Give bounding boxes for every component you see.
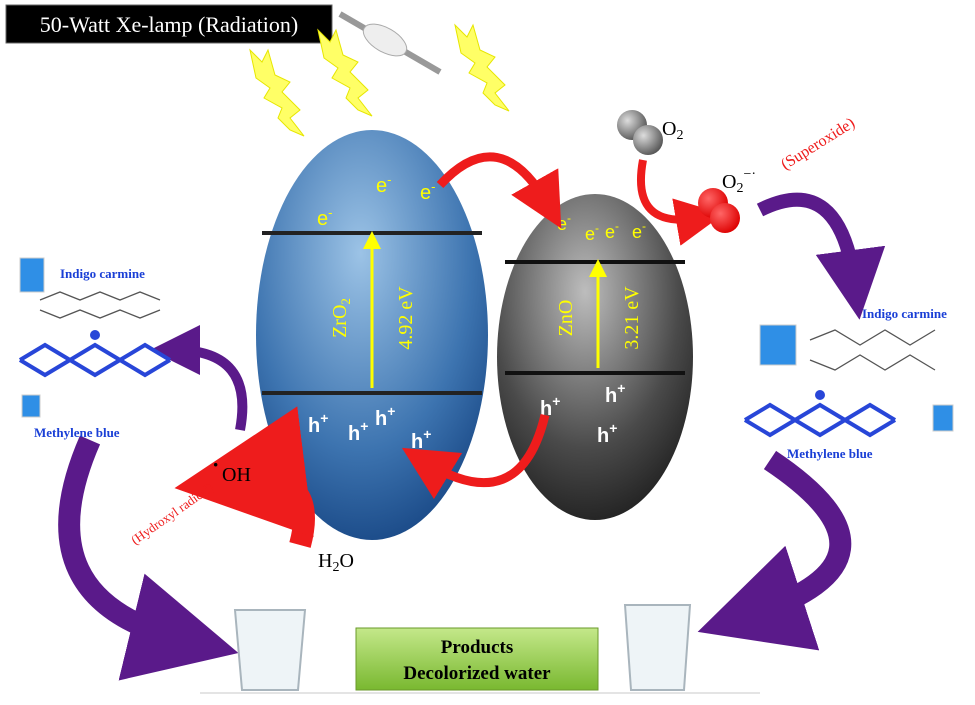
indigo-carmine-structure-icon — [39, 291, 161, 319]
electron-transfer-arrow — [436, 152, 562, 229]
title-text: 50-Watt Xe-lamp (Radiation) — [40, 12, 298, 37]
hydroxyl-dot: · — [212, 452, 219, 477]
oxygen-molecule-icon — [617, 110, 663, 155]
right-upper-purple-arrow — [756, 192, 886, 320]
zno-label: ZnO — [555, 300, 577, 337]
svg-text:e-: e- — [632, 219, 646, 242]
oxygen-reduction-arrow — [636, 159, 724, 246]
hydroxyl-symbol: OH — [222, 464, 251, 486]
products-line2: Decolorized water — [403, 663, 551, 684]
indigo-carmine-beaker-icon — [19, 257, 45, 293]
svg-text:e-: e- — [420, 179, 435, 204]
right-dye-group: Indigo carmine Methylene blue — [743, 306, 954, 461]
svg-text:h+: h+ — [540, 393, 560, 420]
zro2-electrons: e- e- e- — [317, 172, 435, 230]
svg-text:e-: e- — [317, 205, 332, 230]
water-oxidation-arrow — [174, 406, 315, 548]
zno-holes: h+ h+ h+ — [540, 380, 625, 447]
right-methylene-blue-structure-icon — [743, 390, 897, 438]
svg-text:h+: h+ — [605, 380, 625, 407]
right-methylene-blue-label: Methylene blue — [787, 446, 873, 461]
svg-text:h+: h+ — [597, 420, 617, 447]
hole-transfer-arrow — [401, 413, 550, 500]
svg-text:e-: e- — [557, 211, 571, 234]
methylene-blue-beaker-icon — [21, 394, 41, 418]
left-dye-group: Indigo carmine Methylene blue — [18, 257, 172, 440]
right-indigo-carmine-beaker-icon — [759, 324, 797, 366]
left-indigo-carmine-label: Indigo carmine — [60, 266, 145, 281]
zno-band-gap: 3.21 eV — [621, 286, 643, 350]
products-box: Products Decolorized water — [355, 627, 599, 691]
svg-text:h+: h+ — [375, 403, 395, 430]
left-methylene-blue-label: Methylene blue — [34, 425, 120, 440]
left-lower-purple-arrow — [58, 435, 239, 681]
right-indigo-carmine-structure-icon — [809, 329, 936, 371]
right-water-glass-icon — [623, 604, 692, 691]
zno-particle: ZnO 3.21 eV e- e- e- e- h+ h+ h+ — [497, 194, 693, 520]
light-rays-icon — [249, 23, 510, 137]
water-label: H2O — [318, 550, 354, 575]
svg-text:h+: h+ — [348, 418, 368, 445]
left-water-glass-icon — [233, 609, 307, 691]
right-methylene-blue-beaker-icon — [932, 404, 954, 432]
products-line1: Products — [441, 637, 513, 658]
xe-lamp-icon — [338, 11, 442, 75]
svg-text:e-: e- — [585, 221, 599, 244]
superoxide-name: (Superoxide) — [778, 115, 858, 174]
svg-text:e-: e- — [376, 172, 391, 197]
hydroxyl-name: (Hydroxyl radical) — [128, 479, 216, 547]
svg-text:h+: h+ — [411, 426, 431, 453]
right-lower-purple-arrow — [697, 450, 852, 651]
zro2-label: ZrO2 — [329, 298, 353, 338]
oxygen-label: O2 — [662, 118, 683, 143]
left-upper-purple-arrow — [150, 325, 248, 431]
zro2-particle: ZrO2 4.92 eV e- e- e- h+ h+ h+ h+ — [256, 130, 488, 540]
zno-electrons: e- e- e- e- — [557, 211, 646, 244]
svg-text:e-: e- — [605, 219, 619, 242]
right-indigo-carmine-label: Indigo carmine — [862, 306, 947, 321]
zro2-band-gap: 4.92 eV — [395, 286, 417, 350]
superoxide-molecule-icon — [698, 188, 740, 233]
superoxide-symbol: O2−· — [722, 167, 756, 196]
title-banner: 50-Watt Xe-lamp (Radiation) — [5, 4, 333, 44]
methylene-blue-structure-icon — [18, 330, 172, 378]
